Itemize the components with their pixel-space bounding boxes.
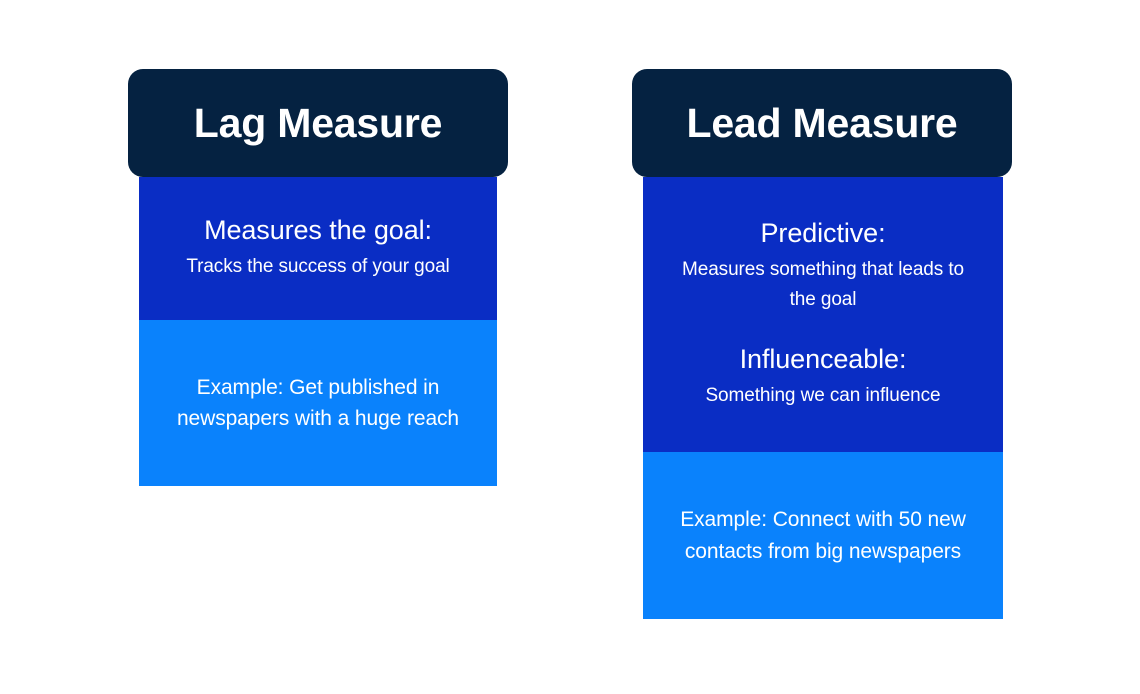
definition-subtext: Tracks the success of your goal <box>186 256 450 278</box>
example-text: Example: Get published in newspapers wit… <box>176 375 460 431</box>
card-lag-measure-primary-section: Measures the goal: Tracks the success of… <box>139 177 497 320</box>
definition-heading: Influenceable: <box>739 344 907 375</box>
example-text: Example: Connect with 50 new contacts fr… <box>680 508 966 563</box>
card-lead-measure: Lead Measure Predictive: Measures someth… <box>632 69 1012 619</box>
card-lag-measure: Lag Measure Measures the goal: Tracks th… <box>128 69 508 486</box>
definition-subtext: Measures something that leads to the goa… <box>682 259 964 310</box>
definition-block-influenceable: Influenceable: Something we can influenc… <box>705 344 940 410</box>
card-lead-measure-header: Lead Measure <box>632 69 1012 177</box>
card-lag-measure-title: Lag Measure <box>193 99 443 146</box>
card-lead-measure-example-section: Example: Connect with 50 new contacts fr… <box>643 452 1003 619</box>
definition-block: Measures the goal: Tracks the success of… <box>186 215 449 281</box>
card-lead-measure-body: Predictive: Measures something that lead… <box>643 177 1003 619</box>
definition-subtext: Something we can influence <box>705 385 941 407</box>
definition-block-predictive: Predictive: Measures something that lead… <box>673 218 973 314</box>
card-lag-measure-example-section: Example: Get published in newspapers wit… <box>139 320 497 486</box>
definition-heading: Predictive: <box>760 218 886 249</box>
card-lead-measure-title: Lead Measure <box>686 99 958 146</box>
card-lag-measure-header: Lag Measure <box>128 69 508 177</box>
definition-heading: Measures the goal: <box>204 215 432 246</box>
card-lag-measure-body: Measures the goal: Tracks the success of… <box>139 177 497 486</box>
card-lead-measure-primary-section: Predictive: Measures something that lead… <box>643 177 1003 452</box>
